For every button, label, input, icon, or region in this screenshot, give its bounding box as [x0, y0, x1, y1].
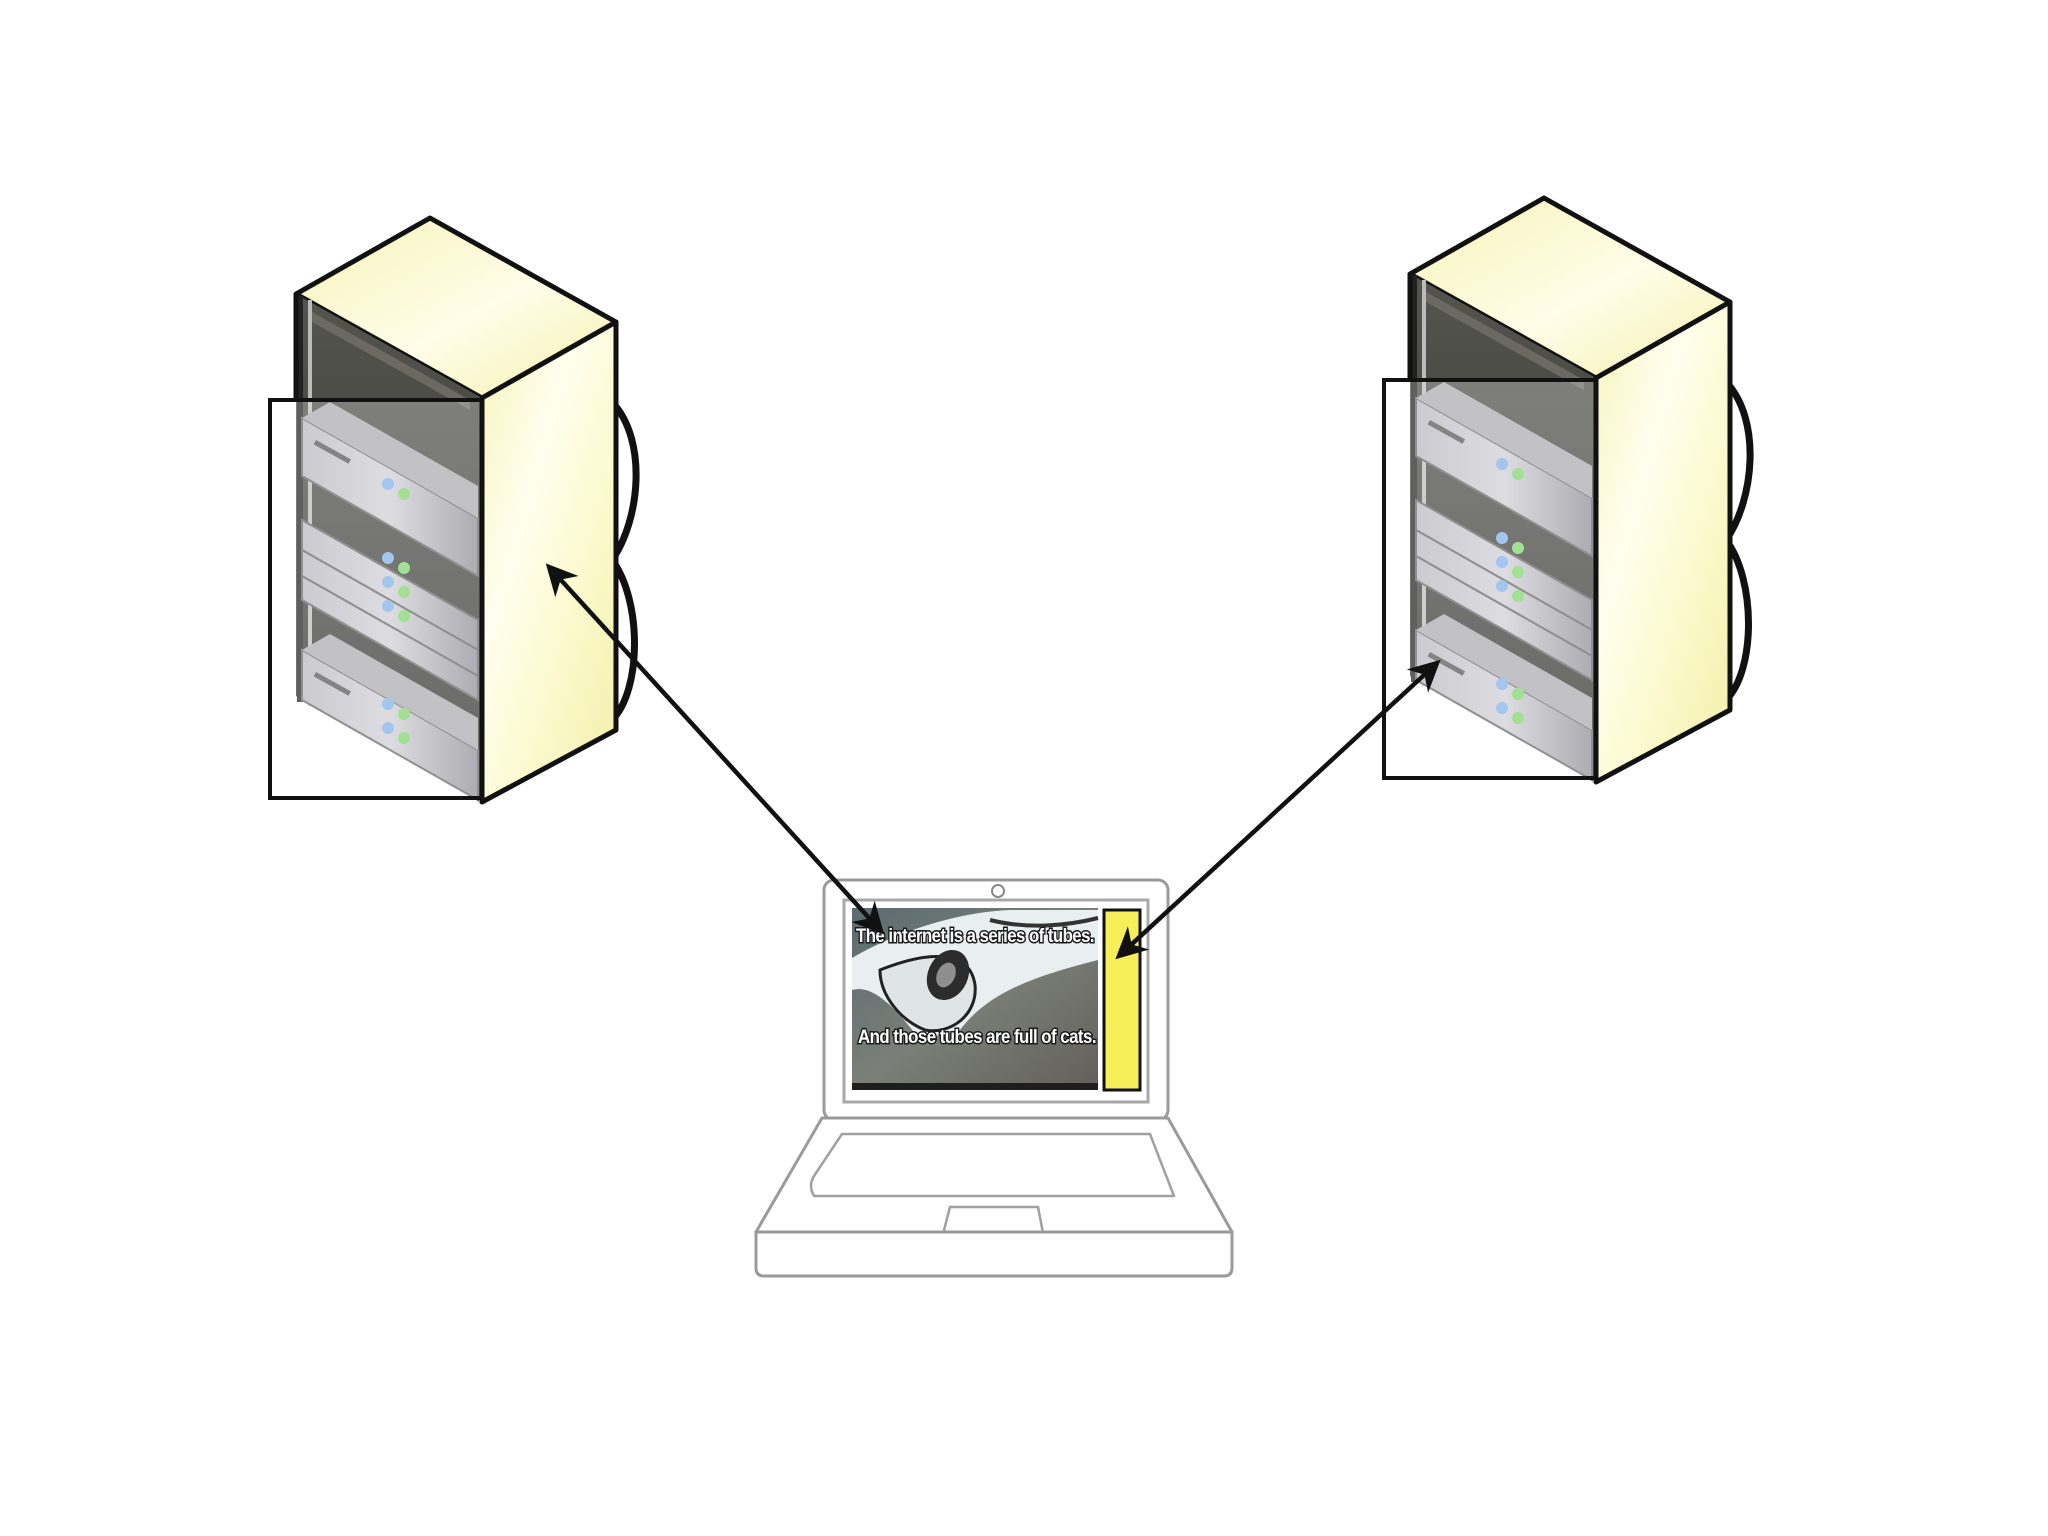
laptop-screen: The internet is a series of tubes. And t…	[852, 908, 1140, 1090]
laptop-webcam	[992, 885, 1004, 897]
server-rack-left	[270, 218, 636, 802]
rack-door	[270, 400, 482, 798]
meme-caption-bottom: And those tubes are full of cats.	[858, 1027, 1096, 1048]
server-rack-right	[1384, 198, 1750, 782]
rack-side-face	[482, 322, 616, 802]
rack-side-face	[1596, 302, 1730, 782]
arrow-server-right-to-laptop	[1120, 664, 1436, 955]
arrow-server-left-to-laptop	[550, 568, 880, 930]
rack-door	[1384, 380, 1596, 778]
laptop: The internet is a series of tubes. And t…	[756, 880, 1232, 1276]
screen-sidebar	[1104, 910, 1140, 1090]
meme-caption-top: The internet is a series of tubes.	[856, 926, 1094, 947]
laptop-keyboard-area	[811, 1134, 1174, 1196]
laptop-front-edge	[756, 1232, 1232, 1276]
